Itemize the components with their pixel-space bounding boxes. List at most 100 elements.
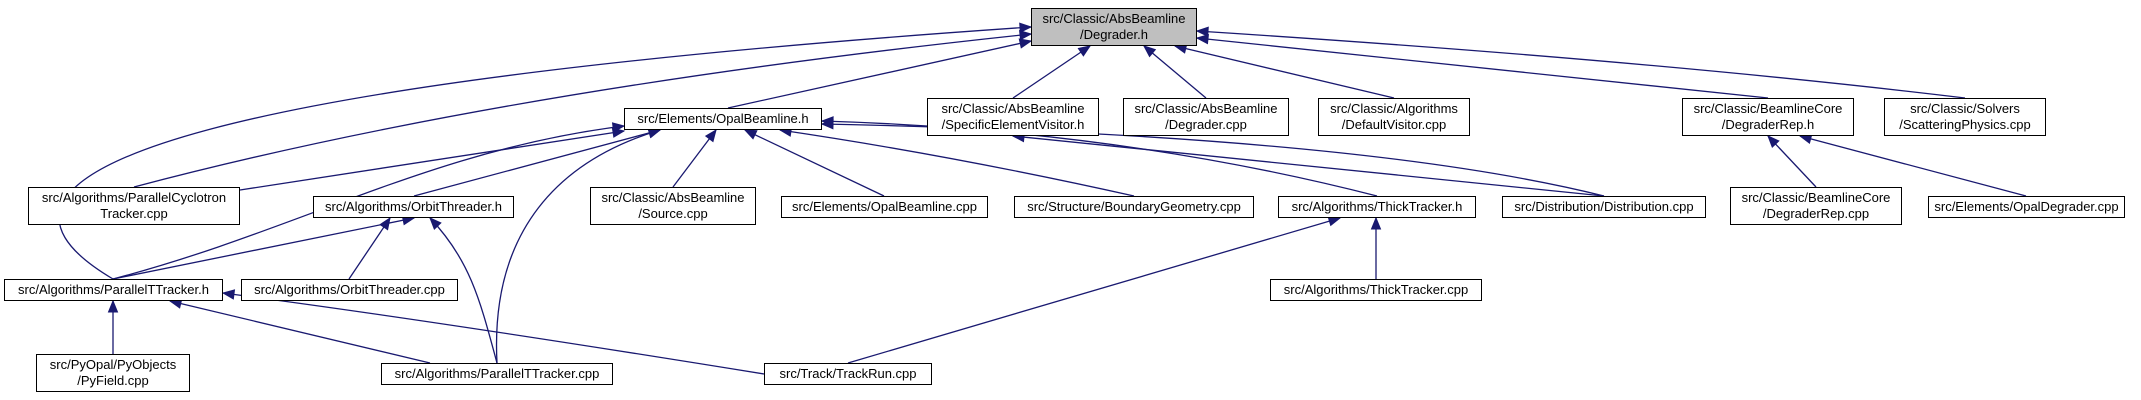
arrowhead (647, 128, 662, 139)
node-label: /Source.cpp (638, 206, 708, 221)
node-opal-degrader-cpp[interactable]: src/Elements/OpalDegrader.cpp (1928, 196, 2125, 218)
arrowhead (1019, 22, 1033, 34)
node-label: /Degrader.h (1080, 27, 1148, 42)
edge-parallel_cyclotron_tracker_cpp-to-opal_beamline_h (239, 127, 626, 191)
edge-source_cpp-to-opal_beamline_h (672, 128, 717, 188)
node-label: src/Algorithms/OrbitThreader.h (324, 199, 502, 214)
node-label: src/Classic/AbsBeamline (1134, 101, 1278, 116)
edge-opal_beamline_h-to-degrader_h (727, 38, 1033, 109)
arrowhead (429, 217, 442, 230)
edge-boundary_geometry_cpp-to-opal_beamline_h (778, 126, 1135, 197)
node-label: src/Algorithms/ParallelTTracker.cpp (394, 366, 600, 381)
arrowhead (1767, 135, 1780, 148)
edge-degrader_rep_h-to-degrader_h (1195, 33, 1769, 99)
node-thick-tracker-h[interactable]: src/Algorithms/ThickTracker.h (1278, 196, 1476, 218)
edge-thick_tracker_h-to-opal_beamline_h (820, 116, 1378, 197)
arrowhead (704, 128, 717, 143)
edge-orbit_threader_h-to-opal_beamline_h (413, 127, 662, 197)
node-specific-element-visitor-h[interactable]: src/Classic/AbsBeamline /SpecificElement… (927, 98, 1099, 136)
node-label: src/Classic/AbsBeamline (941, 101, 1085, 116)
node-thick-tracker-cpp[interactable]: src/Algorithms/ThickTracker.cpp (1270, 279, 1482, 301)
edge-orbit_threader_cpp-to-orbit_threader_h (348, 216, 391, 280)
node-parallel-t-tracker-h[interactable]: src/Algorithms/ParallelTTracker.h (4, 279, 223, 301)
node-label: /ScatteringPhysics.cpp (1899, 117, 2031, 132)
node-source-cpp[interactable]: src/Classic/AbsBeamline /Source.cpp (590, 187, 756, 225)
node-opal-beamline-cpp[interactable]: src/Elements/OpalBeamline.cpp (781, 196, 988, 218)
edge-default_visitor_cpp-to-degrader_h (1173, 43, 1395, 99)
node-label: /PyField.cpp (77, 373, 149, 388)
node-label: src/Algorithms/ParallelCyclotron (41, 190, 227, 205)
node-opal-beamline-h[interactable]: src/Elements/OpalBeamline.h (624, 108, 822, 130)
arrowhead (1370, 216, 1382, 230)
node-label: src/Classic/AbsBeamline (1042, 11, 1186, 26)
node-label: src/Algorithms/OrbitThreader.cpp (254, 282, 445, 297)
node-degrader-rep-h[interactable]: src/Classic/BeamlineCore /DegraderRep.h (1682, 98, 1854, 136)
node-label: src/Elements/OpalBeamline.cpp (792, 199, 977, 214)
arrowhead (379, 216, 391, 231)
node-degrader-h[interactable]: src/Classic/AbsBeamline /Degrader.h (1031, 8, 1197, 46)
arrowhead (611, 122, 626, 133)
node-label: src/Structure/BoundaryGeometry.cpp (1027, 199, 1241, 214)
edge-parallel_cyclotron_tracker_cpp-to-degrader_h (133, 29, 1033, 188)
node-track-run-cpp[interactable]: src/Track/TrackRun.cpp (764, 363, 932, 385)
node-label: src/Classic/Solvers (1910, 101, 2020, 116)
edge-specific_element_visitor_h-to-degrader_h (1012, 45, 1092, 99)
edge-track_run_cpp-to-thick_tracker_h (847, 216, 1342, 364)
node-label: /DegraderRep.cpp (1762, 206, 1870, 221)
edge-opal_beamline_cpp-to-opal_beamline_h (743, 129, 885, 197)
node-label: src/Classic/Algorithms (1330, 101, 1458, 116)
node-scattering-physics-cpp[interactable]: src/Classic/Solvers /ScatteringPhysics.c… (1884, 98, 2046, 136)
edge-thick_tracker_cpp-to-thick_tracker_h (1370, 216, 1382, 279)
arrowhead (1018, 38, 1033, 49)
node-distribution-cpp[interactable]: src/Distribution/Distribution.cpp (1502, 196, 1706, 218)
edge-parallel_t_tracker_h-to-opal_beamline_h (112, 122, 626, 280)
node-py-field-cpp[interactable]: src/PyOpal/PyObjects /PyField.cpp (36, 354, 190, 392)
node-label: /DefaultVisitor.cpp (1341, 117, 1447, 132)
edge-py_field_cpp-to-parallel_t_tracker_h (107, 299, 119, 354)
edge-parallel_t_tracker_cpp-to-parallel_t_tracker_h (168, 298, 431, 364)
arrowhead (743, 129, 758, 140)
node-label: src/Distribution/Distribution.cpp (1514, 199, 1694, 214)
node-label: src/Algorithms/ParallelTTracker.h (18, 282, 209, 297)
arrowhead (1195, 33, 1209, 45)
node-label: Tracker.cpp (100, 206, 168, 221)
arrowhead (1142, 45, 1157, 58)
arrowhead (221, 289, 236, 300)
edge-parallel_t_tracker_cpp-to-orbit_threader_h (429, 217, 498, 364)
node-label: src/Elements/OpalDegrader.cpp (1934, 199, 2119, 214)
node-label: src/Classic/BeamlineCore (1741, 190, 1891, 205)
edge-parallel_t_tracker_cpp-to-opal_beamline_h (495, 128, 662, 364)
node-label: src/Elements/OpalBeamline.h (637, 111, 809, 126)
node-orbit-threader-h[interactable]: src/Algorithms/OrbitThreader.h (313, 196, 514, 218)
edge-track_run_cpp-to-parallel_t_tracker_h (221, 289, 765, 375)
edge-degrader_rep_cpp-to-degrader_rep_h (1767, 135, 1817, 188)
node-default-visitor-cpp[interactable]: src/Classic/Algorithms /DefaultVisitor.c… (1318, 98, 1470, 136)
arrowhead (1327, 216, 1342, 227)
arrowhead (1195, 26, 1209, 37)
node-label: src/PyOpal/PyObjects (49, 357, 177, 372)
node-label: src/Track/TrackRun.cpp (779, 366, 917, 381)
node-parallel-t-tracker-cpp[interactable]: src/Algorithms/ParallelTTracker.cpp (381, 363, 613, 385)
arrowhead (1019, 29, 1033, 41)
arrowhead (107, 299, 119, 313)
node-label: /DegraderRep.h (1721, 117, 1815, 132)
node-parallel-cyclotron-tracker-cpp[interactable]: src/Algorithms/ParallelCyclotron Tracker… (28, 187, 240, 225)
node-label: src/Classic/AbsBeamline (601, 190, 745, 205)
node-label: /Degrader.cpp (1165, 117, 1247, 132)
node-orbit-threader-cpp[interactable]: src/Algorithms/OrbitThreader.cpp (241, 279, 458, 301)
node-label: src/Algorithms/ThickTracker.h (1291, 199, 1463, 214)
node-label: src/Algorithms/ThickTracker.cpp (1283, 282, 1469, 297)
edge-parallel_t_tracker_h-to-degrader_h (58, 22, 1033, 280)
node-label: src/Classic/BeamlineCore (1693, 101, 1843, 116)
edge-distribution_cpp-to-specific_element_visitor_h (1011, 131, 1605, 197)
edge-degrader_cpp-to-degrader_h (1142, 45, 1207, 99)
node-boundary-geometry-cpp[interactable]: src/Structure/BoundaryGeometry.cpp (1014, 196, 1254, 218)
node-degrader-rep-cpp[interactable]: src/Classic/BeamlineCore /DegraderRep.cp… (1730, 187, 1902, 225)
edge-parallel_t_tracker_h-to-orbit_threader_h (112, 215, 416, 280)
node-degrader-cpp[interactable]: src/Classic/AbsBeamline /Degrader.cpp (1123, 98, 1289, 136)
arrowhead (820, 118, 834, 130)
node-label: /SpecificElementVisitor.h (941, 117, 1085, 132)
edge-scattering_physics_cpp-to-degrader_h (1195, 26, 1966, 99)
